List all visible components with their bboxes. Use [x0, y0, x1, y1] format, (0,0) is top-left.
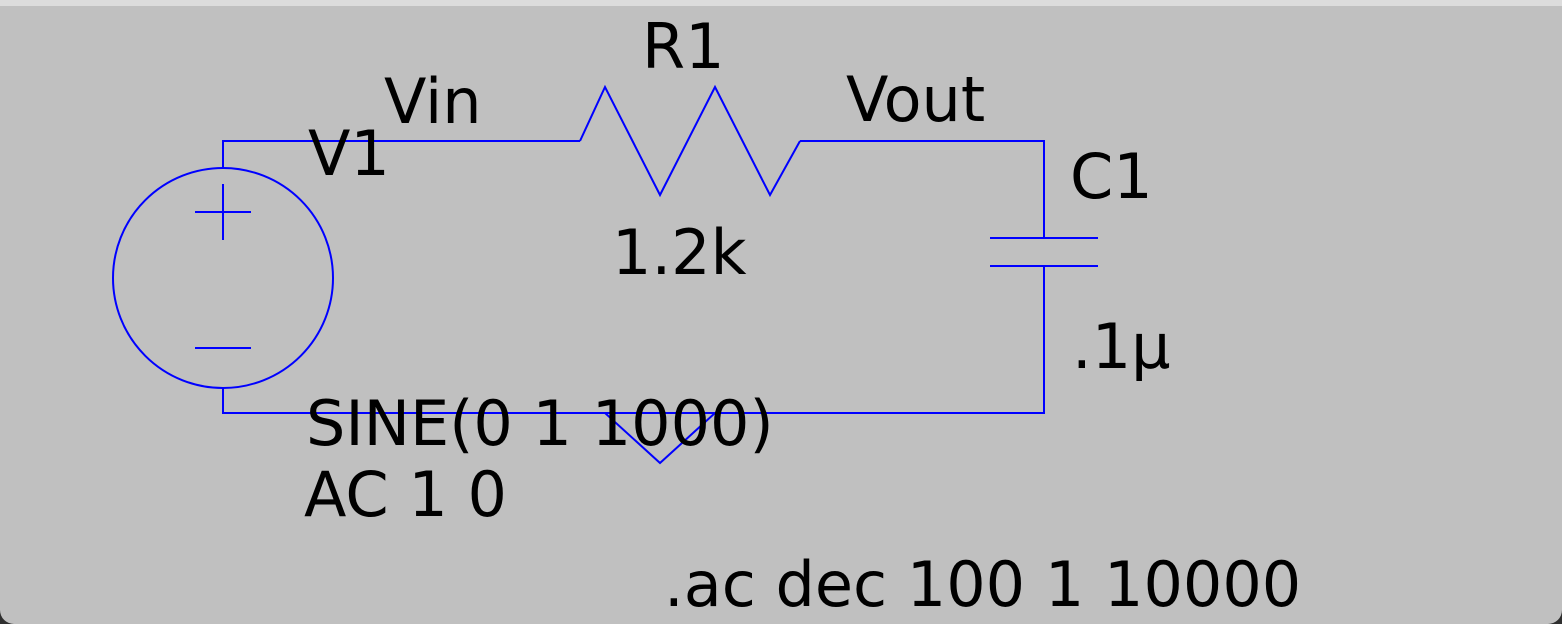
capacitor-name[interactable]: C1 — [1070, 140, 1153, 213]
wire-cap-bottom[interactable] — [222, 266, 1045, 414]
source-name[interactable]: V1 — [308, 117, 390, 190]
resistor-r1-symbol[interactable] — [579, 84, 801, 198]
ground-symbol[interactable] — [604, 412, 716, 465]
top-strip — [0, 0, 1562, 6]
capacitor-value[interactable]: .1µ — [1072, 310, 1171, 383]
source-value-line1[interactable]: SINE(0 1 1000) — [306, 387, 774, 460]
schematic-canvas[interactable]: R1 Vin V1 Vout C1 1.2k .1µ SINE(0 1 1000… — [0, 6, 1562, 624]
source-value-line2[interactable]: AC 1 0 — [304, 458, 507, 531]
resistor-value[interactable]: 1.2k — [612, 216, 747, 289]
voltage-source-v1-symbol[interactable] — [112, 167, 334, 389]
net-label-vout[interactable]: Vout — [846, 63, 985, 136]
resistor-name[interactable]: R1 — [642, 10, 725, 83]
wire-vin[interactable] — [222, 140, 580, 168]
wire-vout[interactable] — [800, 140, 1045, 238]
spice-directive[interactable]: .ac dec 100 1 10000 — [664, 548, 1301, 621]
net-label-vin[interactable]: Vin — [384, 65, 482, 138]
schematic-drawing: R1 Vin V1 Vout C1 1.2k .1µ SINE(0 1 1000… — [112, 10, 1301, 621]
